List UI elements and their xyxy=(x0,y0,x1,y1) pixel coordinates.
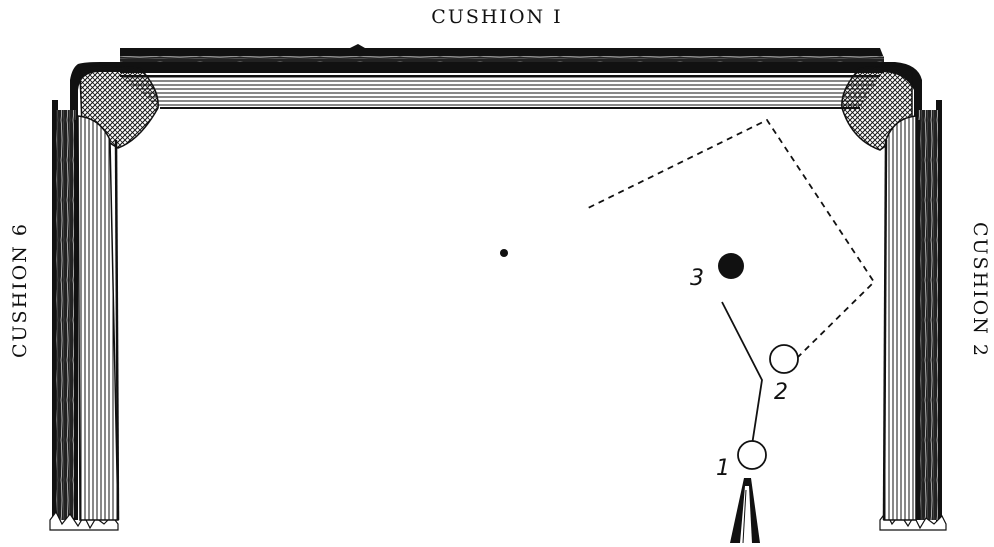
cushion-6 xyxy=(77,115,120,521)
cushion-1 xyxy=(70,62,922,130)
ball-3 xyxy=(718,253,744,279)
cushion-2 xyxy=(882,115,917,521)
left-rail xyxy=(49,100,119,531)
ball-1 xyxy=(737,440,767,470)
table-spot xyxy=(500,249,508,257)
ball-2-path xyxy=(587,118,876,359)
cushion-1-label: CUSHION I xyxy=(431,6,563,28)
right-rail xyxy=(879,100,947,531)
ball-3-number: 3 xyxy=(690,266,704,291)
cue-ball-path xyxy=(721,301,763,446)
ball-1-number: 1 xyxy=(716,456,730,481)
cue-stick xyxy=(730,478,760,544)
ball-2 xyxy=(769,344,799,374)
cushion-6-label: CUSHION 6 xyxy=(9,222,31,358)
ball-2-number: 2 xyxy=(774,380,788,405)
cushion-2-label: CUSHION 2 xyxy=(969,222,991,358)
